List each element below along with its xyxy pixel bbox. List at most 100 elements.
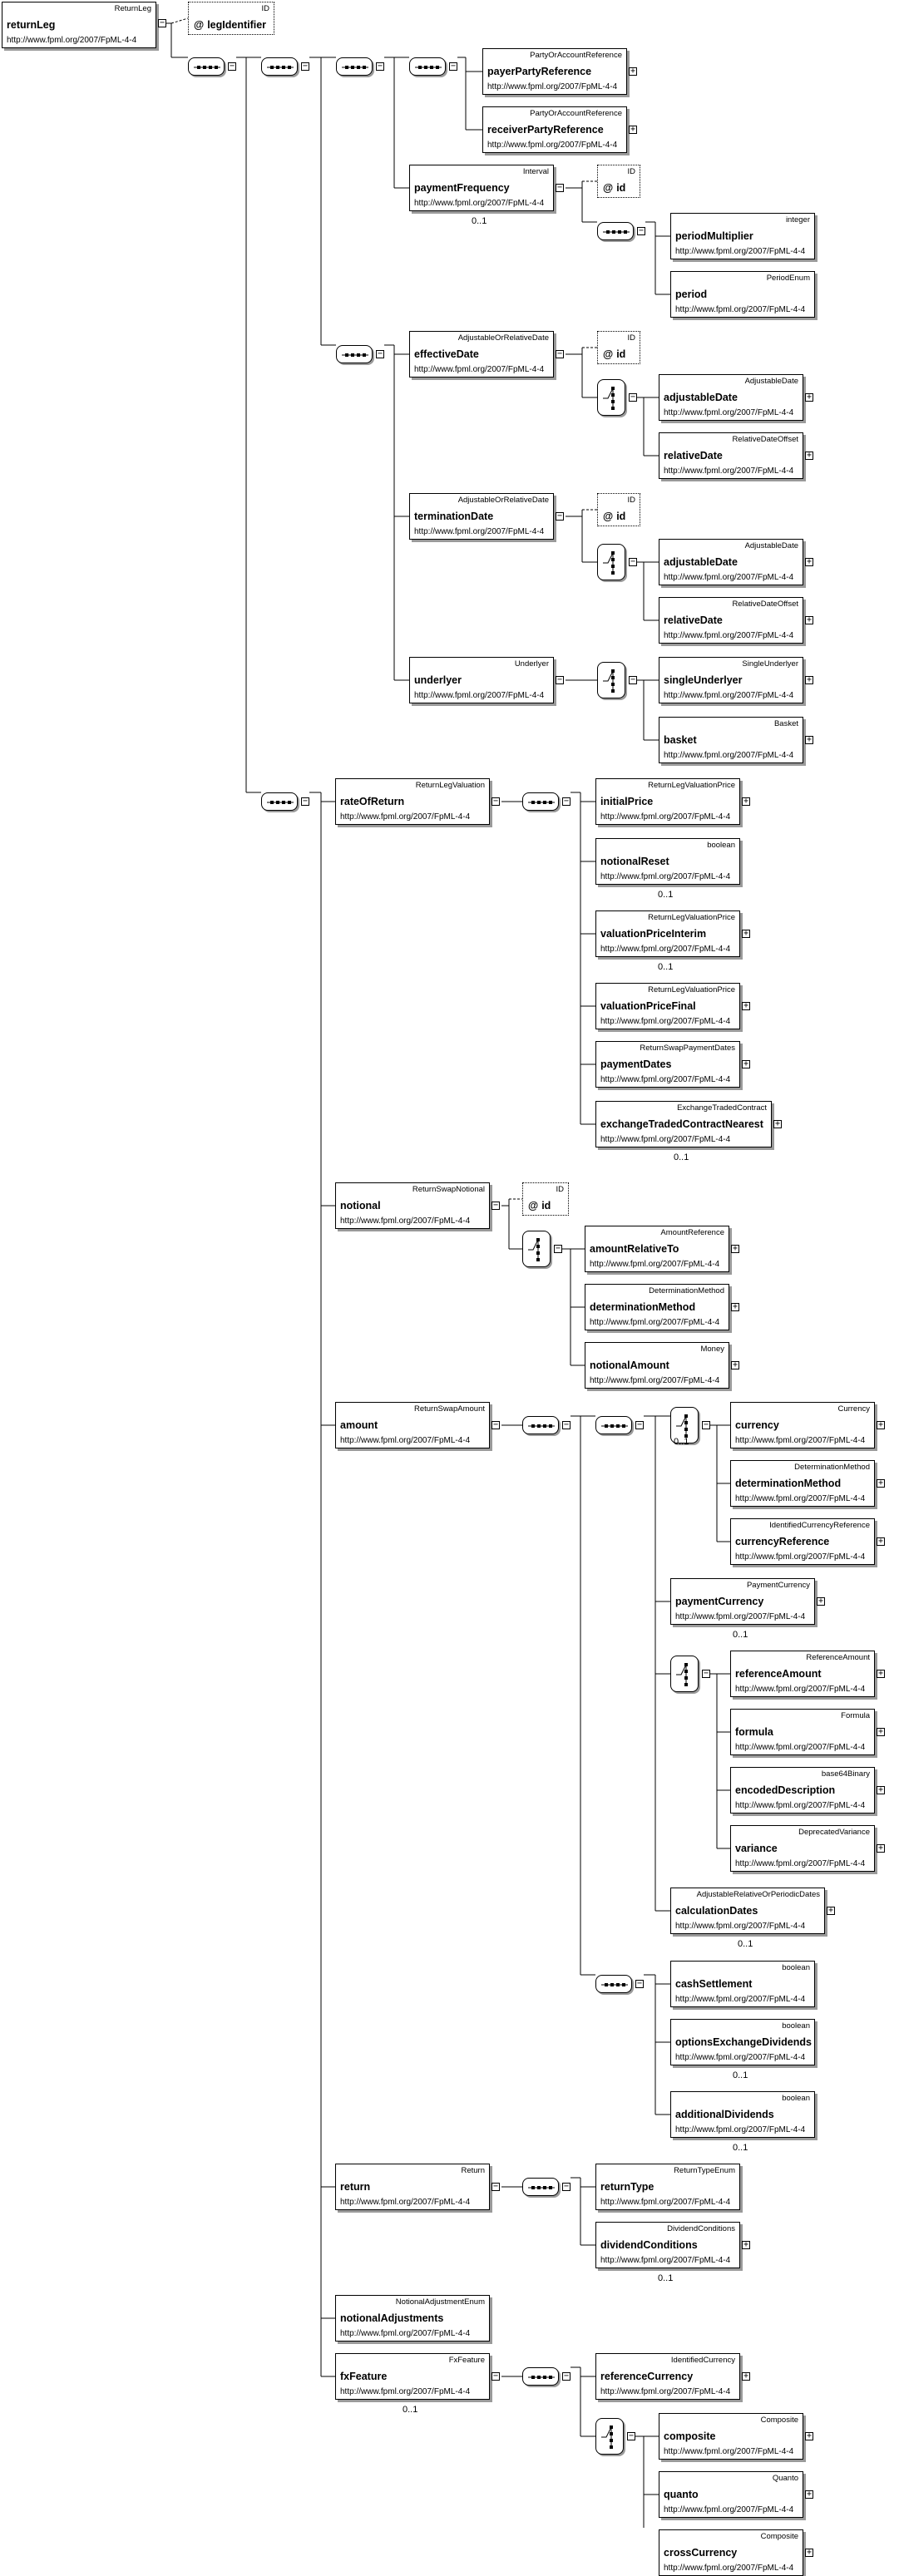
sequence-compositor-icon[interactable]	[522, 792, 559, 811]
expand-toggle-encodedDescription[interactable]: +	[877, 1785, 885, 1794]
compositor-collapse-toggle[interactable]: −	[637, 226, 645, 235]
expand-toggle-crossCurrency[interactable]: +	[805, 2548, 813, 2557]
compositor-collapse-toggle[interactable]: −	[629, 557, 637, 566]
collapse-toggle-return[interactable]: −	[491, 2182, 500, 2191]
compositor-collapse-toggle[interactable]: −	[301, 797, 309, 806]
expand-toggle-calculationDates[interactable]: +	[827, 1906, 835, 1915]
compositor-collapse-toggle[interactable]: −	[627, 2431, 635, 2440]
expand-toggle-valuationPriceInterim[interactable]: +	[742, 929, 750, 938]
expand-toggle-adjustableDate[interactable]: +	[805, 557, 813, 566]
expand-toggle-exchangeTradedContractNearest[interactable]: +	[773, 1119, 782, 1128]
expand-toggle-notionalAmount[interactable]: +	[731, 1360, 739, 1369]
choice-compositor-icon[interactable]	[522, 1231, 551, 1267]
expand-toggle-payerPartyReference[interactable]: +	[629, 67, 637, 76]
compositor-collapse-toggle[interactable]: −	[702, 1420, 710, 1429]
choice-compositor-icon[interactable]	[597, 544, 625, 580]
expand-toggle-referenceAmount[interactable]: +	[877, 1669, 885, 1678]
attribute-id[interactable]: ID@id	[597, 165, 640, 198]
compositor-collapse-toggle[interactable]: −	[449, 62, 457, 71]
expand-toggle-variance[interactable]: +	[877, 1843, 885, 1853]
sequence-compositor-icon[interactable]	[522, 2178, 559, 2196]
root-collapse-toggle[interactable]: −	[158, 18, 166, 27]
compositor-collapse-toggle[interactable]: −	[562, 2371, 571, 2381]
sequence-compositor-icon[interactable]	[595, 1975, 632, 1993]
sequence-compositor-icon[interactable]	[261, 792, 298, 811]
compositor-collapse-toggle[interactable]: −	[635, 1979, 644, 1988]
expand-toggle-determinationMethod[interactable]: +	[877, 1478, 885, 1488]
choice-compositor-icon[interactable]	[670, 1656, 699, 1692]
expand-toggle-referenceCurrency[interactable]: +	[742, 2371, 750, 2381]
compositor-collapse-toggle[interactable]: −	[562, 1420, 571, 1429]
compositor-collapse-toggle[interactable]: −	[554, 1244, 562, 1253]
sequence-compositor-icon[interactable]	[336, 57, 373, 76]
collapse-toggle-effectiveDate[interactable]: −	[556, 349, 564, 358]
expand-toggle-receiverPartyReference[interactable]: +	[629, 125, 637, 134]
compositor-collapse-toggle[interactable]: −	[562, 797, 571, 806]
sequence-compositor-icon[interactable]	[597, 222, 634, 240]
expand-toggle-currency[interactable]: +	[877, 1420, 885, 1429]
compositor-collapse-toggle[interactable]: −	[562, 2182, 571, 2191]
choice-compositor-icon[interactable]	[597, 662, 625, 698]
expand-toggle-relativeDate[interactable]: +	[805, 615, 813, 624]
sequence-compositor-icon[interactable]	[336, 345, 373, 363]
expand-toggle-determinationMethod[interactable]: +	[731, 1302, 739, 1311]
sequence-compositor-icon[interactable]	[522, 2367, 559, 2386]
expand-toggle-valuationPriceFinal[interactable]: +	[742, 1001, 750, 1010]
collapse-toggle-rateOfReturn[interactable]: −	[491, 797, 500, 806]
expand-toggle-relativeDate[interactable]: +	[805, 451, 813, 460]
expand-toggle-adjustableDate[interactable]: +	[805, 392, 813, 402]
expand-toggle-amountRelativeTo[interactable]: +	[731, 1244, 739, 1253]
sequence-compositor-icon[interactable]	[188, 57, 225, 76]
compositor-collapse-toggle[interactable]: −	[301, 62, 309, 71]
compositor-collapse-toggle[interactable]: −	[629, 675, 637, 684]
expand-toggle-singleUnderlyer[interactable]: +	[805, 675, 813, 684]
compositor-collapse-toggle[interactable]: −	[376, 62, 384, 71]
collapse-toggle-amount[interactable]: −	[491, 1420, 500, 1429]
expand-toggle-dividendConditions[interactable]: +	[742, 2240, 750, 2249]
collapse-toggle-notional[interactable]: −	[491, 1201, 500, 1210]
sequence-compositor-icon[interactable]	[409, 57, 446, 76]
collapse-toggle-paymentFrequency[interactable]: −	[556, 183, 564, 192]
attribute-legIdentifier[interactable]: ID@legIdentifier	[188, 2, 274, 35]
compositor-collapse-toggle[interactable]: −	[376, 349, 384, 358]
expand-toggle-initialPrice[interactable]: +	[742, 797, 750, 806]
choice-compositor-icon[interactable]	[595, 2418, 624, 2455]
